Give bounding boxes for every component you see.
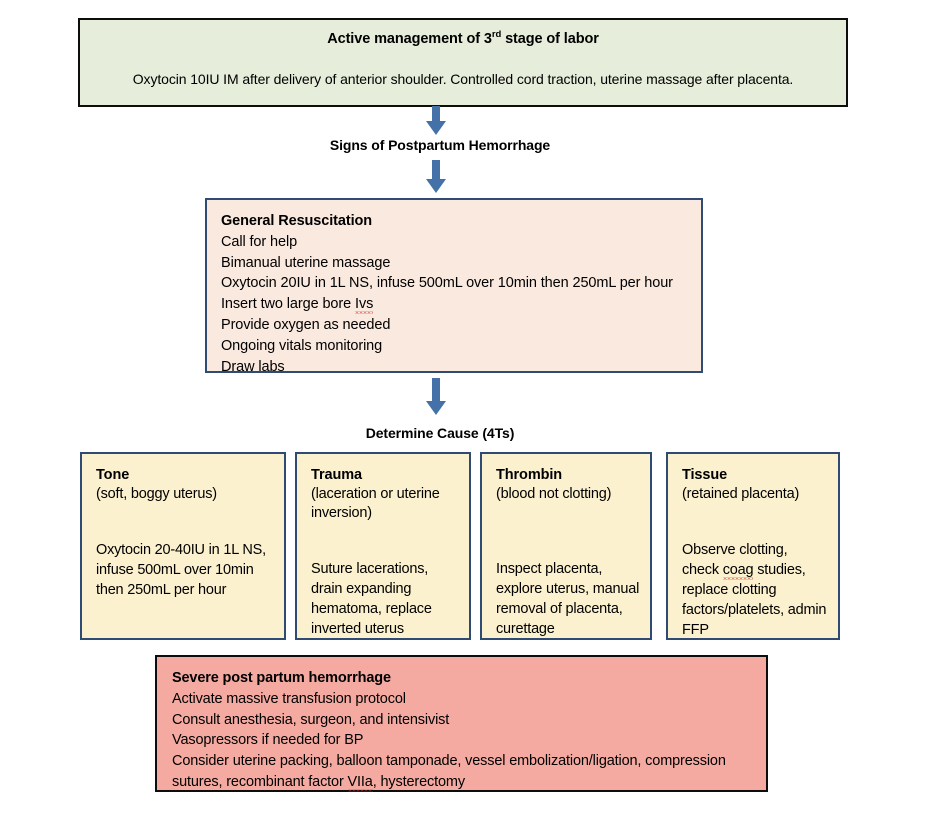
severe-pph-item-1: Consult anesthesia, surgeon, and intensi…: [172, 711, 450, 728]
box-severe-pph: Severe post partum hemorrhage Activate m…: [155, 655, 768, 792]
active-management-title-suffix: stage of labor: [501, 31, 599, 47]
severe-pph-item-3-post: , hysterectomy: [372, 773, 465, 790]
box-cause-tissue: Tissue (retained placenta) Observe clott…: [666, 452, 840, 640]
severe-pph-title: Severe post partum hemorrhage: [172, 670, 391, 686]
cause-trauma-body: Suture lacerations, drain expanding hema…: [311, 561, 432, 637]
cause-tone-body: Oxytocin 20-40IU in 1L NS, infuse 500mL …: [96, 542, 266, 598]
arrow-down-1: [425, 106, 447, 141]
active-management-title-prefix: Active management of 3: [327, 31, 492, 47]
cause-thrombin-name: Thrombin: [496, 467, 563, 483]
cause-tissue-body-post: studies, replace clotting factors/platel…: [682, 562, 827, 638]
general-resuscitation-item-2: Oxytocin 20IU in 1L NS, infuse 500mL ove…: [221, 275, 673, 292]
cause-tone-name: Tone: [96, 467, 130, 483]
box-cause-tone: Tone (soft, boggy uterus) Oxytocin 20-40…: [80, 452, 286, 640]
severe-pph-item-3: Consider uterine packing, balloon tampon…: [172, 751, 766, 793]
cause-thrombin-subtitle: (blood not clotting): [496, 486, 612, 502]
general-resuscitation-item-4: Provide oxygen as needed: [221, 316, 391, 333]
active-management-title-superscript: rd: [491, 29, 502, 41]
general-resuscitation-item-6: Draw labs: [221, 358, 285, 375]
arrow-down-3: [425, 378, 447, 421]
general-resuscitation-item-1: Bimanual uterine massage: [221, 254, 391, 271]
spellcheck-underline-viia: VIIa: [347, 773, 373, 790]
cause-tissue-body: Observe clotting, check coag studies, re…: [682, 540, 828, 640]
box-general-resuscitation: General Resuscitation Call for help Bima…: [205, 198, 703, 375]
severe-pph-item-2: Vasopressors if needed for BP: [172, 732, 364, 749]
active-management-body: Oxytocin 10IU IM after delivery of anter…: [132, 71, 794, 87]
general-resuscitation-item-3: Insert two large bore Ivs: [221, 296, 374, 313]
label-determine-cause: Determine Cause (4Ts): [365, 425, 515, 441]
cause-tone-subtitle: (soft, boggy uterus): [96, 486, 217, 502]
box-cause-trauma: Trauma (laceration or uterine inversion)…: [295, 452, 471, 640]
general-resuscitation-title: General Resuscitation: [221, 213, 373, 229]
box-cause-thrombin: Thrombin (blood not clotting) Inspect pl…: [480, 452, 652, 640]
arrow-down-2: [425, 160, 447, 199]
general-resuscitation-item-5: Ongoing vitals monitoring: [221, 337, 383, 354]
box-active-management: Active management of 3rd stage of labor …: [78, 18, 848, 107]
cause-thrombin-body: Inspect placenta, explore uterus, manual…: [496, 561, 640, 637]
label-signs-of-pph: Signs of Postpartum Hemorrhage: [329, 137, 551, 153]
cause-trauma-subtitle: (laceration or uterine inversion): [311, 486, 440, 521]
severe-pph-item-0: Activate massive transfusion protocol: [172, 690, 406, 707]
cause-tissue-subtitle: (retained placenta): [682, 486, 800, 502]
spellcheck-underline-ivs: Ivs: [355, 296, 374, 313]
general-resuscitation-item-0: Call for help: [221, 233, 298, 250]
cause-tissue-body-pre: Observe clotting, check: [682, 542, 788, 578]
spellcheck-underline-coag: coag: [722, 562, 754, 578]
cause-trauma-name: Trauma: [311, 467, 362, 483]
cause-tissue-name: Tissue: [682, 467, 728, 483]
active-management-title: Active management of 3rd stage of labor: [94, 30, 832, 48]
severe-pph-item-3-pre: Consider uterine packing, balloon tampon…: [172, 753, 726, 790]
